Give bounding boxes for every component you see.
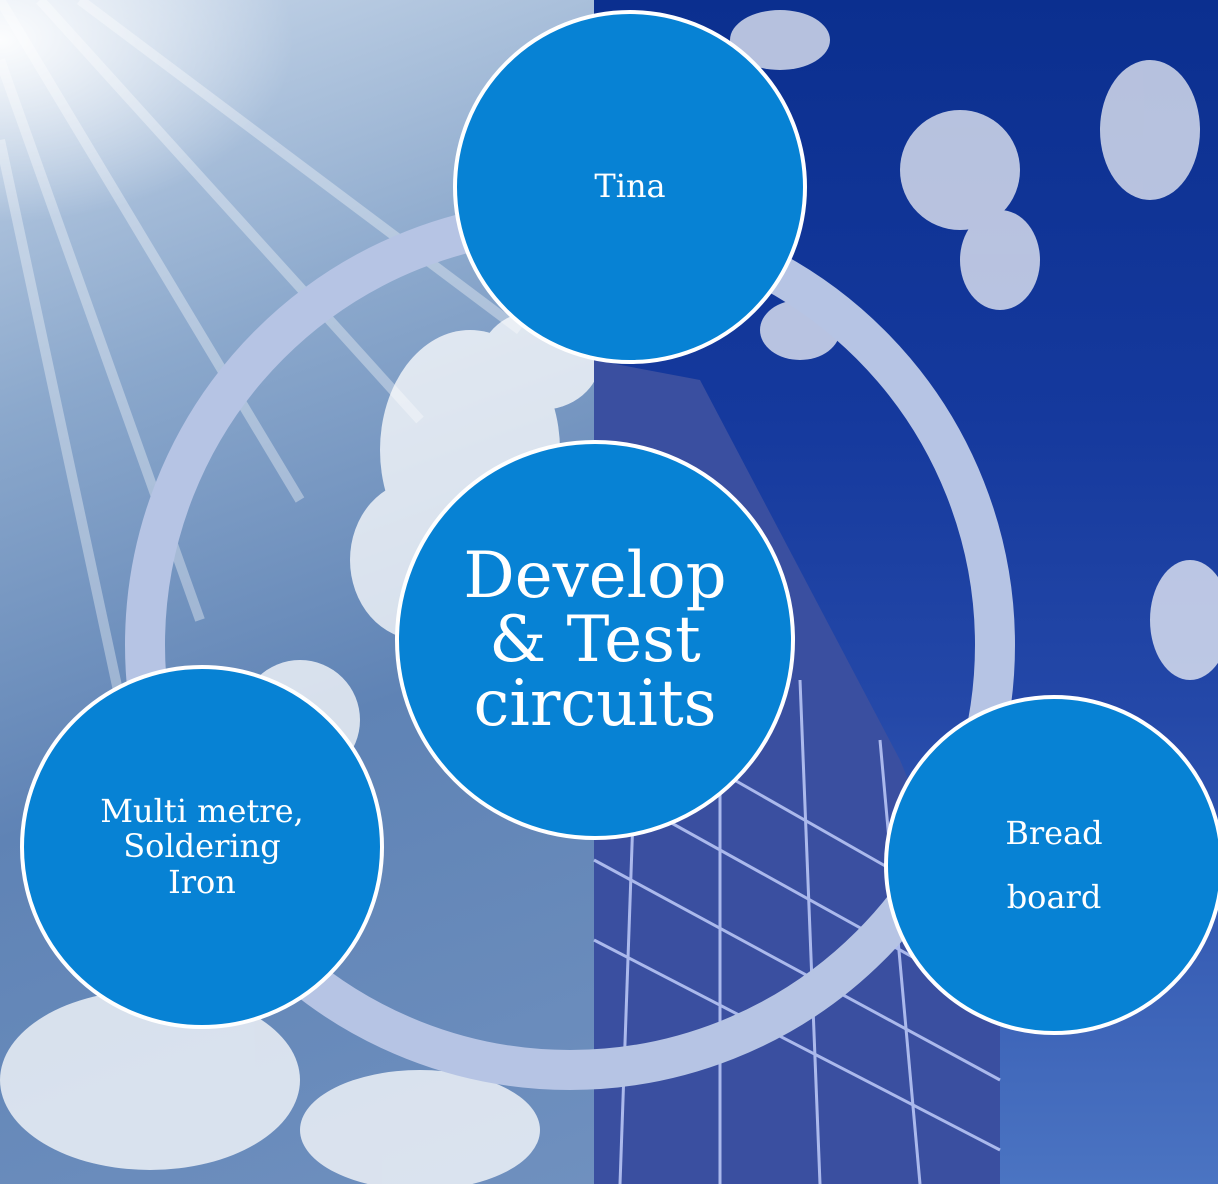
node-multimeter-line-2: Soldering [123, 827, 281, 866]
node-breadboard-label: Bread board [975, 801, 1132, 929]
node-tina-label: Tina [564, 169, 695, 204]
center-label: Develop & Test circuits [443, 544, 746, 736]
node-tina: Tina [453, 10, 807, 364]
center-line-1: Develop [463, 539, 727, 613]
node-breadboard-line-1: Bread [1005, 814, 1103, 852]
node-multimeter-line-3: Iron [168, 862, 236, 901]
node-multimeter-line-1: Multi metre, [100, 792, 304, 831]
center-line-3: circuits [473, 667, 717, 741]
center-line-2: & Test [489, 603, 701, 677]
node-tina-line-1: Tina [594, 167, 666, 206]
node-multimeter: Multi metre, Soldering Iron [20, 665, 384, 1029]
node-breadboard: Bread board [884, 695, 1218, 1035]
node-center: Develop & Test circuits [395, 440, 795, 840]
node-breadboard-line-2: board [1006, 878, 1102, 916]
node-multimeter-label: Multi metre, Soldering Iron [70, 794, 333, 900]
